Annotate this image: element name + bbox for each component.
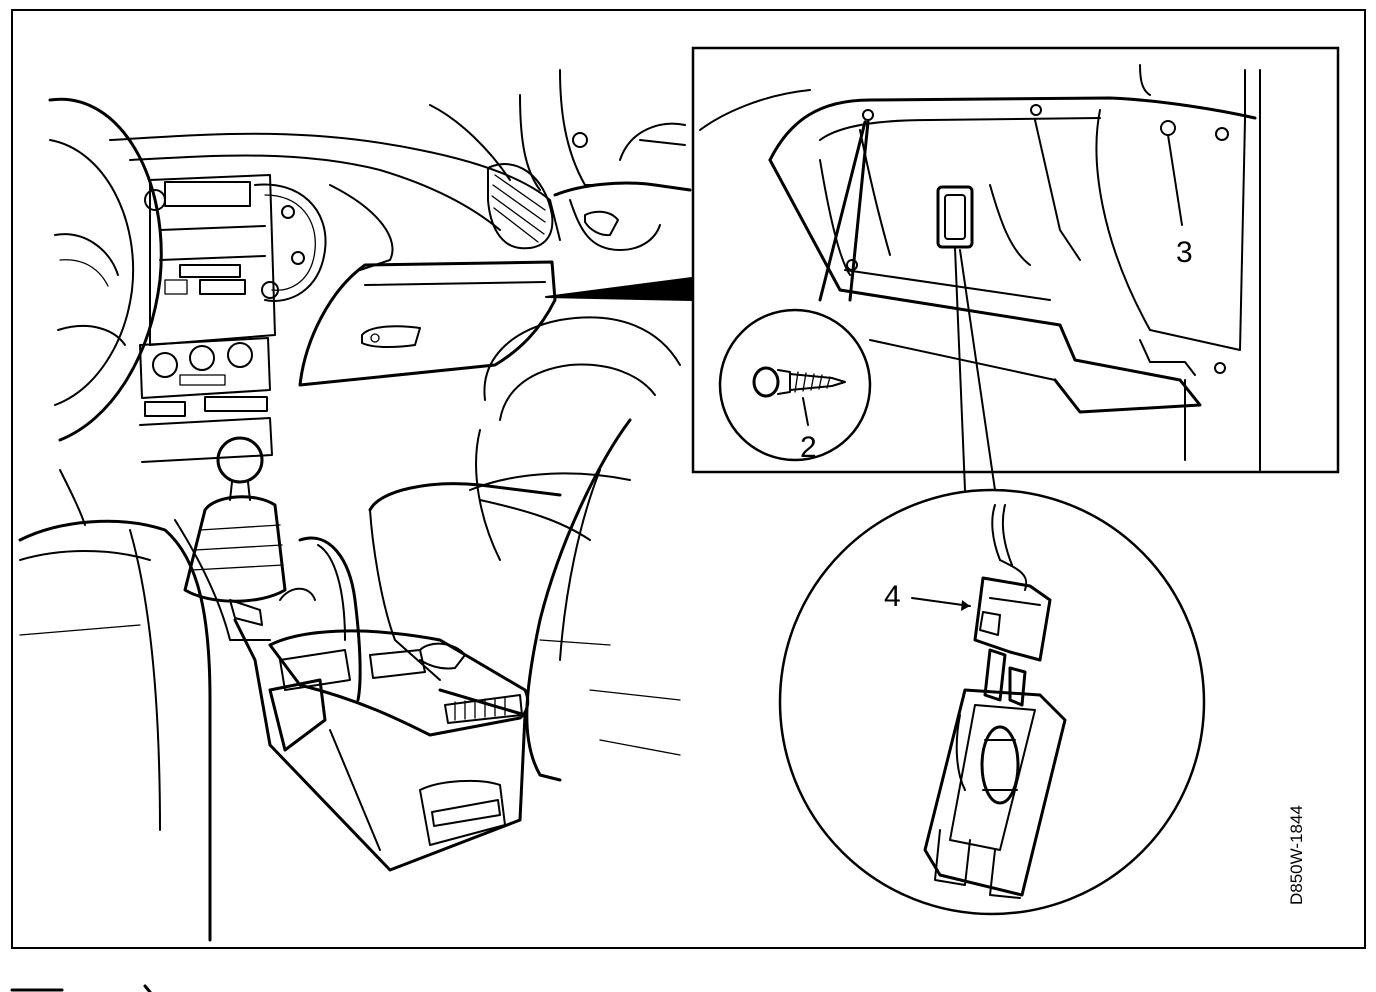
glovebox-lamp-assembly [923, 648, 1067, 899]
lamp-magnifier-circle [778, 488, 1206, 916]
passenger-door [475, 122, 692, 561]
driver-seat [18, 469, 212, 942]
center-console [174, 519, 362, 702]
screw-magnifier-circle [718, 308, 872, 462]
callout-4: 4 [884, 580, 901, 613]
callout-3: 3 [1176, 236, 1193, 269]
right-air-vent [487, 163, 554, 250]
center-stack [144, 174, 279, 346]
climate-controls [139, 337, 273, 463]
callout-2: 2 [800, 431, 817, 464]
lamp-magnifier [778, 488, 1206, 916]
screw-magnifier [718, 308, 872, 462]
steering-wheel [48, 97, 163, 442]
dashboard-top [109, 132, 561, 241]
screw-icon [752, 366, 846, 398]
dash-grille [254, 183, 327, 302]
cropped-text-fragment [10, 984, 152, 992]
lamp-connector [973, 576, 1052, 662]
drawing-code: D850W-1844 [1287, 805, 1306, 905]
glovebox [298, 260, 557, 387]
armrest-storage [233, 618, 530, 872]
outer-frame [11, 9, 1366, 949]
car-interior-scene [18, 69, 692, 942]
gear-lever [183, 436, 287, 603]
passenger-seat [368, 418, 632, 782]
a-pillar [519, 69, 601, 191]
